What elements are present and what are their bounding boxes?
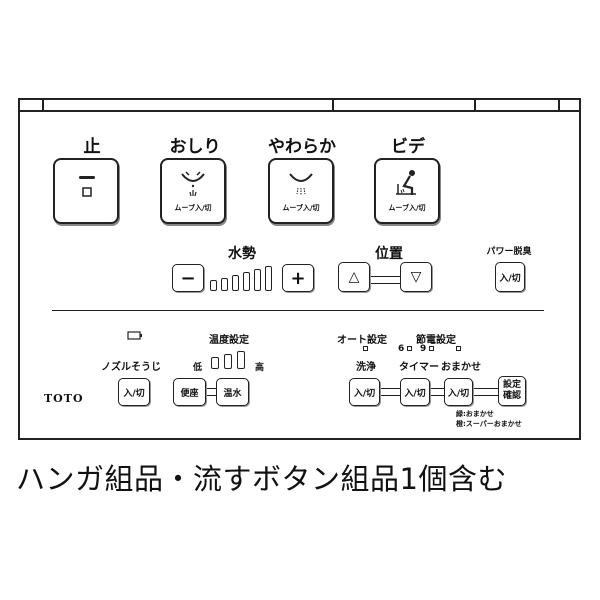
frame-segment bbox=[42, 100, 44, 112]
auto-wash-button[interactable]: 入/切 bbox=[349, 378, 380, 406]
settings-confirm-button[interactable]: 設定 確認 bbox=[498, 376, 526, 406]
position-connector bbox=[370, 276, 400, 284]
energy-saving-label: 節電設定 bbox=[416, 335, 456, 346]
settings-connector-2 bbox=[430, 388, 444, 396]
toto-logo: TOTO bbox=[44, 392, 84, 405]
bidet-button[interactable]: ムーブ入/切 bbox=[374, 158, 440, 224]
omakase-label: おまかせ bbox=[441, 362, 481, 373]
settings-connector-1 bbox=[380, 388, 400, 396]
temperature-setting-label: 温度設定 bbox=[209, 335, 249, 346]
water-pressure-label: 水勢 bbox=[228, 246, 256, 262]
seat-temperature-button-label: 便座 bbox=[180, 388, 199, 399]
seat-temperature-button[interactable]: 便座 bbox=[173, 378, 206, 406]
nozzle-cleaning-button[interactable]: 入/切 bbox=[118, 378, 150, 406]
battery-icon bbox=[127, 331, 142, 340]
position-down-button[interactable]: ▽ bbox=[400, 262, 432, 292]
move-toggle-label: ムーブ入/切 bbox=[282, 204, 320, 212]
water-pressure-level-indicator bbox=[208, 262, 282, 292]
auto-wash-button-label: 入/切 bbox=[353, 388, 376, 399]
bidet-label: ビデ bbox=[391, 137, 425, 157]
frame-segment bbox=[332, 100, 334, 112]
product-caption: ハンガ組品・流すボタン組品1個含む bbox=[16, 462, 507, 496]
oshiri-button[interactable]: ムーブ入/切 bbox=[160, 158, 226, 224]
temperature-connector bbox=[206, 388, 216, 396]
yawaraka-icon bbox=[289, 173, 313, 195]
auto-setting-label: オート設定 bbox=[337, 335, 387, 346]
water-pressure-plus-button[interactable]: + bbox=[282, 264, 314, 292]
move-toggle-label: ムーブ入/切 bbox=[174, 204, 212, 212]
bidet-icon bbox=[396, 170, 416, 195]
panel-top-frame bbox=[18, 98, 581, 112]
timer-button[interactable]: 入/切 bbox=[400, 378, 430, 406]
temperature-high-label: 高 bbox=[255, 363, 265, 373]
water-temperature-button-label: 温水 bbox=[223, 388, 242, 399]
omakase-button-label: 入/切 bbox=[447, 388, 470, 399]
power-deodorize-button[interactable]: 入/切 bbox=[495, 262, 525, 292]
omakase-button[interactable]: 入/切 bbox=[444, 378, 473, 406]
stop-icon bbox=[79, 176, 95, 197]
note-orange-super-omakase: 橙:スーパーおまかせ bbox=[456, 420, 522, 428]
omakase-indicator bbox=[456, 346, 461, 351]
nozzle-cleaning-label: ノズルそうじ bbox=[101, 362, 161, 373]
frame-segment bbox=[474, 100, 476, 112]
note-green-omakase: 緑:おまかせ bbox=[456, 410, 494, 418]
section-divider bbox=[52, 310, 544, 311]
timer-label: タイマー bbox=[399, 362, 439, 373]
timer-6-label: 6 bbox=[398, 344, 405, 354]
timer-button-label: 入/切 bbox=[404, 388, 426, 399]
water-temperature-button[interactable]: 温水 bbox=[216, 378, 249, 406]
settings-button-label-2: 確認 bbox=[502, 391, 521, 401]
wash-label: 洗浄 bbox=[356, 362, 376, 373]
yawaraka-button[interactable]: ムーブ入/切 bbox=[268, 158, 334, 224]
timer-9-indicator bbox=[429, 346, 434, 351]
settings-connector-3 bbox=[473, 388, 498, 396]
water-pressure-minus-button[interactable]: − bbox=[172, 264, 204, 292]
position-label: 位置 bbox=[375, 246, 403, 262]
position-up-button[interactable]: △ bbox=[338, 262, 370, 292]
power-deodorize-label: パワー脱臭 bbox=[486, 247, 532, 257]
nozzle-cleaning-button-label: 入/切 bbox=[123, 388, 145, 399]
temperature-low-label: 低 bbox=[193, 363, 203, 373]
power-deodorize-button-label: 入/切 bbox=[499, 273, 521, 284]
stop-button[interactable] bbox=[53, 158, 119, 224]
timer-9-label: 9 bbox=[420, 344, 427, 354]
timer-6-indicator bbox=[407, 346, 412, 351]
temperature-level-indicator bbox=[209, 349, 251, 369]
frame-segment bbox=[558, 100, 560, 112]
yawaraka-label: やわらか bbox=[268, 137, 336, 157]
stop-label: 止 bbox=[83, 137, 101, 157]
settings-button-label-1: 設定 bbox=[502, 380, 521, 390]
move-toggle-label: ムーブ入/切 bbox=[388, 204, 426, 212]
auto-wash-indicator bbox=[363, 346, 368, 351]
oshiri-label: おしり bbox=[169, 137, 221, 157]
oshiri-icon bbox=[181, 171, 205, 197]
